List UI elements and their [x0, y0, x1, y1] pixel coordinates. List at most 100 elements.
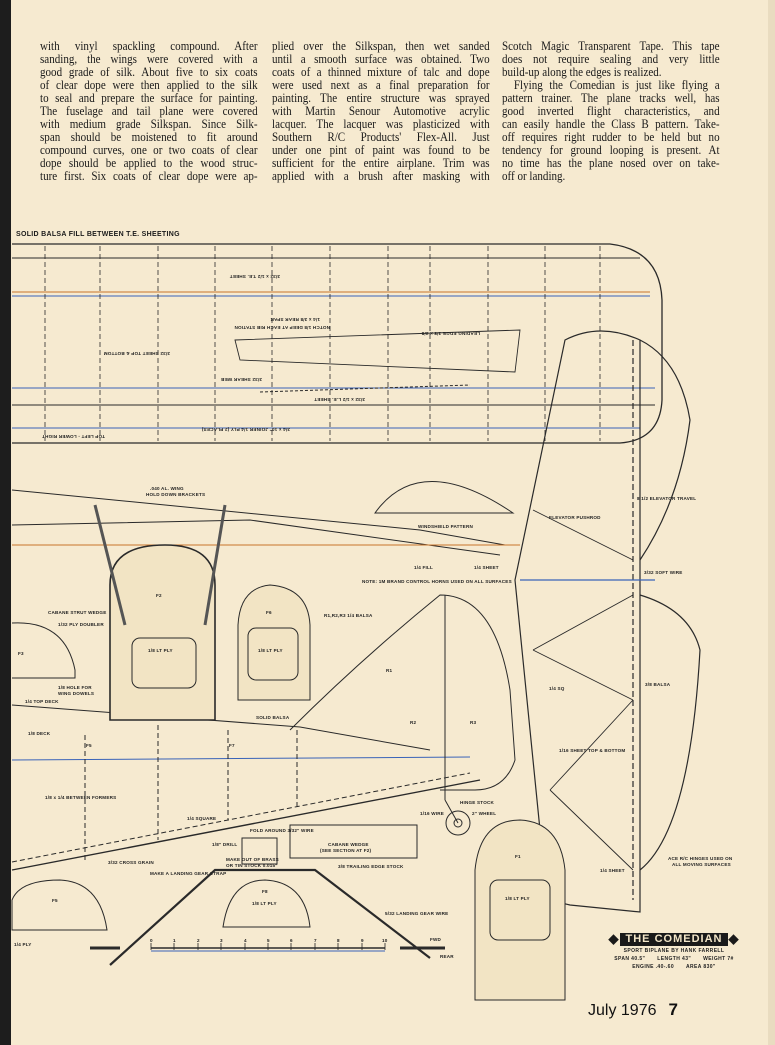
plan-label: F5 [86, 743, 92, 748]
plan-label: F8 [262, 889, 268, 894]
plan-label: F7 [229, 743, 235, 748]
plan-label: R2 [410, 720, 417, 725]
text-line: Scotch Magic Transparent Tape. This tape [502, 38, 720, 53]
plan-label: 3/32 CROSS GRAIN [108, 860, 154, 865]
plan-label: 1/16 WIRE [420, 811, 444, 816]
plan-label: 3/8 TRAILING EDGE STOCK [338, 864, 404, 869]
plan-label: 3/4 x 10" JOINER 1/4 PLY (2 PLACES) [201, 427, 290, 432]
plan-label: F1 [515, 854, 521, 859]
spec-area: AREA 830" [686, 964, 716, 970]
plan-label: NOTE: 1M BRAND CONTROL HORNS USED ON ALL… [362, 579, 512, 584]
plan-label: WING DOWELS [58, 691, 94, 696]
plan-label: 3/8 BALSA [645, 682, 671, 687]
plan-label: 3/32 x 1/2 L.E. SHEET [314, 397, 365, 402]
plan-label: 1/4 SHEET [474, 565, 499, 570]
plan-label: 2" WHEEL [472, 811, 496, 816]
plan-label: 1/4 x 3/8 REAR SPAR [270, 317, 320, 322]
plan-label: 1/4 PLY [14, 942, 32, 947]
spec-engine: ENGINE .40-.60 [632, 964, 675, 970]
text-line: until a smooth surface was obtained. Two [272, 51, 490, 66]
text-line: painting. The entire structure was spray… [272, 90, 490, 105]
plan-title: THE COMEDIAN [609, 932, 739, 946]
plan-label: F6 [266, 610, 272, 615]
text-column-1: with vinyl spackling compound. After san… [40, 38, 258, 182]
text-line: off requires right rudder to be held but… [502, 129, 720, 144]
scale-tick-label: 0 [150, 938, 153, 943]
text-line: lacquer. The lacquer was plasticized wit… [272, 116, 490, 131]
scale-tick-label: 10 [382, 938, 388, 943]
scale-tick-label: 3 [220, 938, 223, 943]
plan-label: 1/8 LT PLY [505, 896, 530, 901]
scale-tick-label: 7 [314, 938, 317, 943]
spec-weight: WEIGHT 7# [703, 956, 734, 962]
formers-and-parts [11, 819, 566, 1001]
plan-label: 1/4 TOP DECK [25, 699, 59, 704]
text-line: plied over the Silkspan, then wet sanded [272, 38, 490, 53]
text-line: Flying the Comedian is just like flying … [513, 77, 720, 92]
text-line: off or landing. [502, 168, 566, 183]
plan-label: 1/4 SQ [549, 686, 565, 691]
plan-label: 3/32 SHEET TOP & BOTTOM [104, 351, 170, 356]
plan-label: HOLD DOWN BRACKETS [146, 492, 205, 497]
issue-date: July 1976 [588, 1002, 657, 1019]
text-line: good inverted flight characteristics, an… [502, 103, 720, 118]
scan-edge-right [768, 0, 775, 1045]
plan-label: 1/8" DRILL [212, 842, 237, 847]
text-line: were used next as a final preparation fo… [272, 77, 490, 92]
plan-label: NOTCH 1/8 DEEP AT EACH RIB STATION [234, 325, 330, 330]
plan-label: 1/8 LT PLY [258, 648, 283, 653]
text-line: of clear dope were then applied to the s… [40, 77, 258, 92]
page-footer: July 1976 7 [588, 1000, 678, 1020]
plan-label: 1/8 LT PLY [252, 901, 277, 906]
text-column-3: Scotch Magic Transparent Tape. This tape… [502, 38, 720, 183]
text-line: sufficient for the entire airplane. Trim… [272, 155, 490, 170]
scale-tick-label: 1 [173, 938, 176, 943]
plan-label: 1/4 SHEET [600, 868, 625, 873]
text-line: under one pint of paint was found to be [272, 142, 490, 157]
plan-label: HINGE STOCK [460, 800, 495, 805]
plan-label: F2 [156, 593, 162, 598]
plan-label: LEADING EDGE 3/8 x 3/8 [421, 331, 480, 336]
plan-label: F3 [18, 651, 24, 656]
plan-label: MAKE OUT OF BRASS [226, 857, 279, 862]
text-line: Southern R/C Products' Flex-All. Just [272, 129, 490, 144]
plan-label: 1/8 LT PLY [148, 648, 173, 653]
scale-tick-label: 5 [267, 938, 270, 943]
scale-ruler-ticks [150, 943, 386, 950]
scale-tick-label: 4 [244, 938, 247, 943]
text-line: tendency for ground looping is present. … [502, 142, 720, 157]
plan-label: WINDSHIELD PATTERN [418, 524, 473, 529]
plan-label: FOLD AROUND 3/32" WIRE [250, 828, 314, 833]
plan-label: R1,R2,R3 1/4 BALSA [324, 613, 373, 618]
text-line: good grade of silk. About five to six co… [40, 64, 258, 79]
page-number: 7 [668, 1000, 678, 1019]
text-line: with vinyl spackling compound. After [40, 38, 258, 53]
plan-label: 3/32 SOFT WIRE [644, 570, 683, 575]
scale-tick-label: 2 [197, 938, 200, 943]
plan-label: 1/32 PLY DOUBLER [58, 622, 104, 627]
text-line: with medium grade Silkspan. Since Silk- [40, 116, 258, 131]
plan-subtitle: SPORT BIPLANE BY HANK FARRELL [623, 948, 725, 954]
text-line: sanding, the wings were covered with a [40, 51, 258, 66]
plan-title-block: THE COMEDIAN SPORT BIPLANE BY HANK FARRE… [580, 929, 768, 971]
plan-label: 1/4 FILL [414, 565, 433, 570]
text-column-2: plied over the Silkspan, then wet sanded… [272, 38, 490, 183]
text-line: dope should be applied to the wood struc… [40, 155, 258, 170]
text-line: applied with a brush after masking with [272, 168, 490, 183]
text-line: with Martin Senour Automotive acrylic [272, 103, 490, 118]
scale-ruler-numbers: 0 1 2 3 4 5 6 7 8 9 10 [150, 938, 388, 943]
spec-length: LENGTH 43" [657, 956, 692, 962]
plan-label: 1/8 DECK [28, 731, 51, 736]
landing-gear-wire [109, 868, 431, 966]
fuselage-side-view [11, 481, 520, 871]
text-line: to seal and prepare the surface for pain… [40, 90, 258, 105]
plan-label: (SEE SECTION AT F2) [320, 848, 372, 853]
plan-label: R3 [470, 720, 477, 725]
plan-label-te-fill: SOLID BALSA FILL BETWEEN T.E. SHEETING [16, 231, 180, 238]
plan-label: 3/32 SHEAR WEB [220, 377, 262, 382]
text-line: no time has the plane nosed over on take… [502, 155, 720, 170]
stabilizer-plan-view [514, 330, 701, 913]
text-line: does not require sealing and very little [502, 51, 720, 66]
wing-plan-view [12, 243, 663, 444]
